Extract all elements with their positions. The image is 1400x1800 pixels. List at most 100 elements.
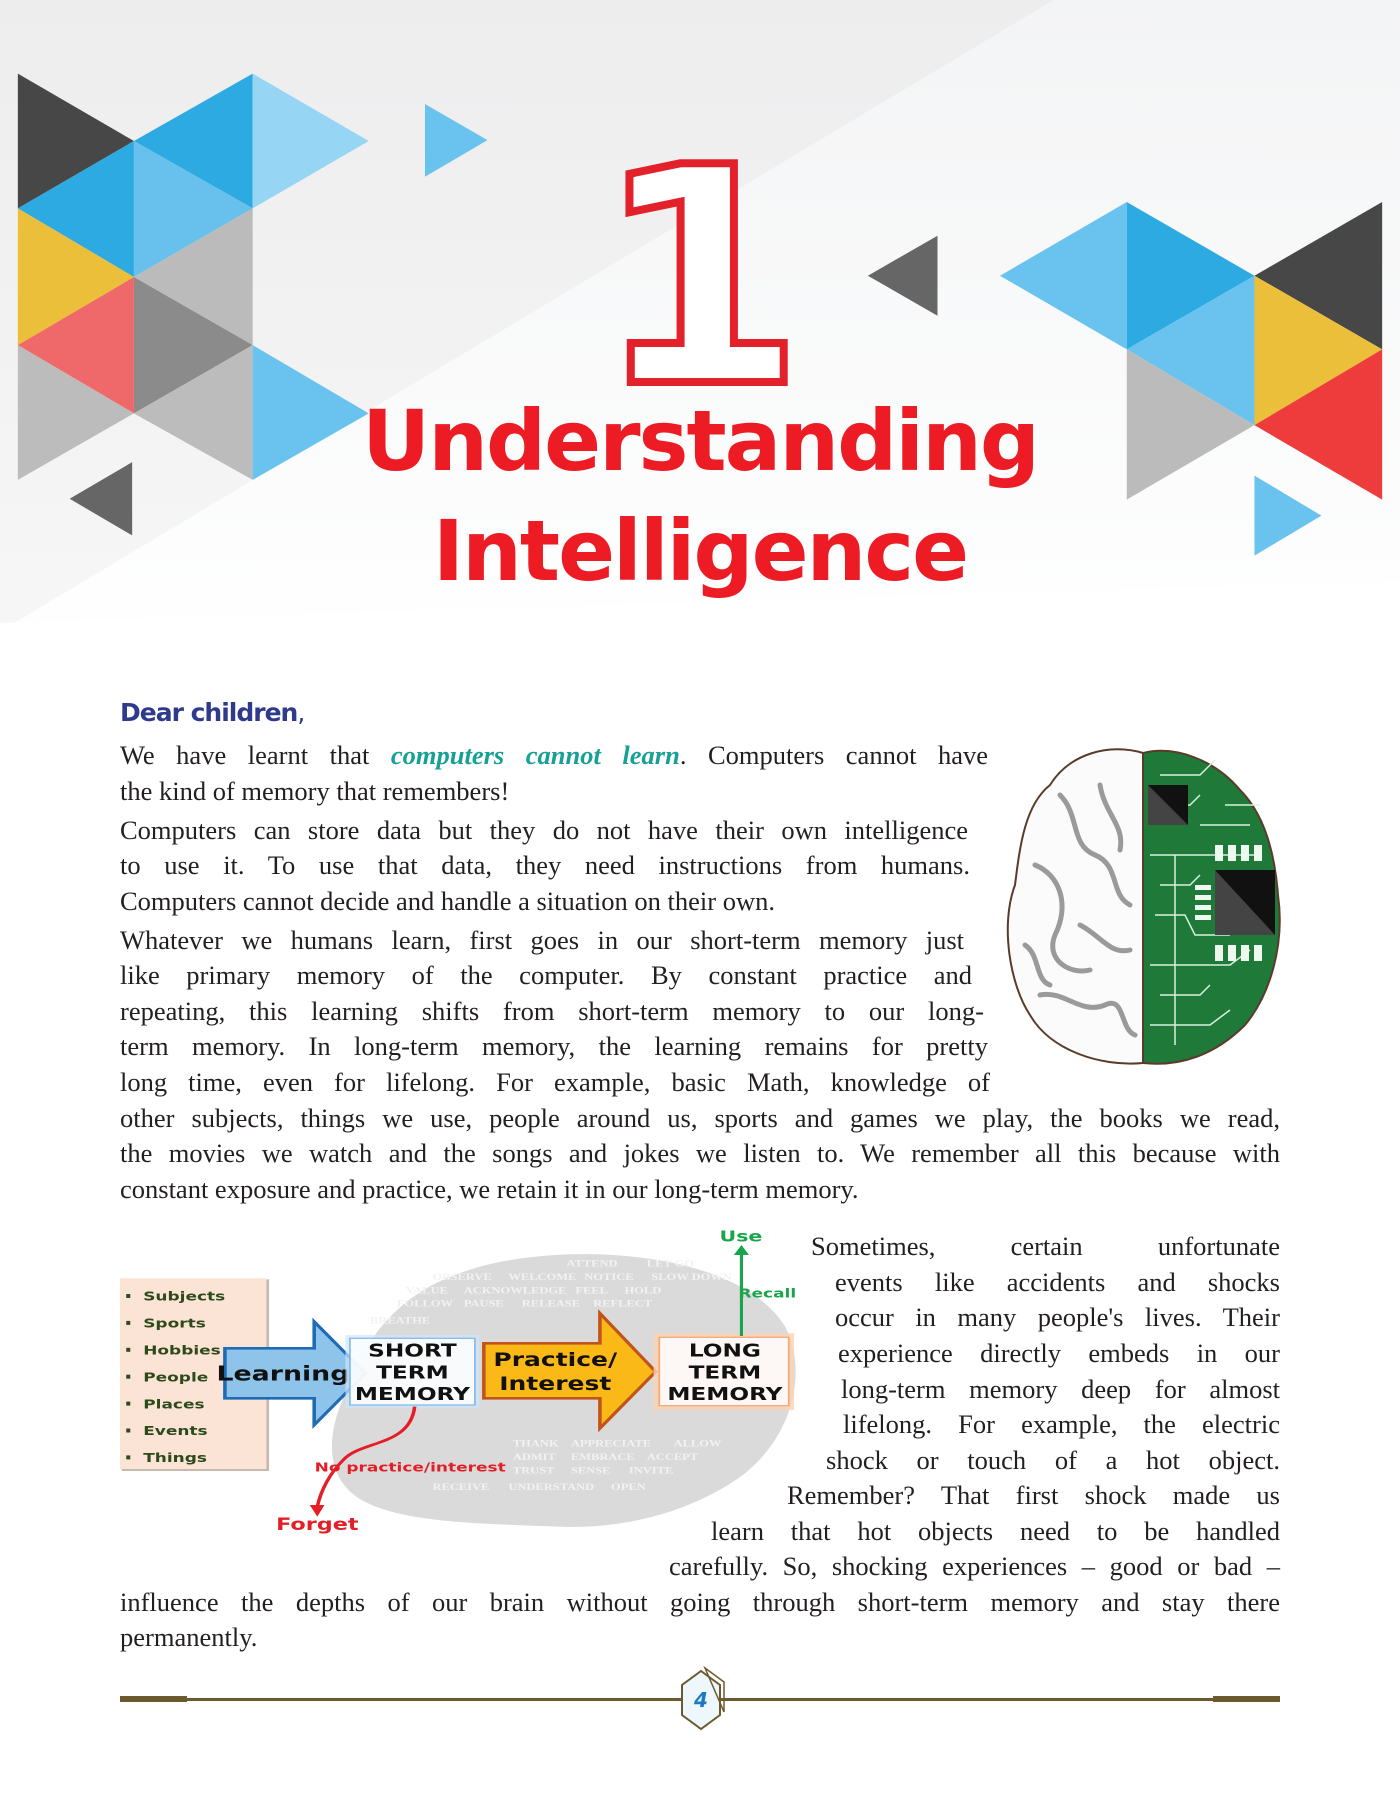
topic-list-item: Sports [143, 1316, 206, 1331]
hexagon-badge-icon [681, 1665, 725, 1731]
cloud-word: ADMIT [513, 1452, 557, 1462]
long-term-text: TERM [689, 1362, 762, 1382]
cloud-word: SLOW DOWN [651, 1272, 732, 1282]
para3-line: Whatever we humans learn, first goes in … [120, 925, 964, 955]
topic-list-item: Things [143, 1450, 207, 1465]
brain-circuit-icon [1006, 748, 1281, 1065]
header-triangles-decoration [0, 0, 1400, 660]
short-term-text: MEMORY [355, 1384, 471, 1404]
page-number: 4 [693, 1688, 708, 1712]
long-term-text: MEMORY [667, 1384, 783, 1404]
bullet-icon [126, 1455, 131, 1460]
cloud-word: FOLLOW [397, 1299, 453, 1309]
learning-arrow: Learning [216, 1317, 368, 1430]
cloud-word: VALUE [406, 1286, 448, 1296]
topic-list-item: Events [143, 1423, 208, 1438]
cloud-word: RELEASE [522, 1299, 580, 1309]
cloud-word: BREATHE [370, 1316, 430, 1326]
para4-line: Sometimes, certain unfortunate [811, 1231, 1280, 1261]
topic-list-item: People [143, 1370, 208, 1385]
greeting-comma: , [297, 698, 305, 727]
intro-line-1: We have learnt that computers cannot lea… [120, 738, 988, 772]
para4-line: occur in many people's lives. Their [835, 1302, 1280, 1332]
word-cloud-words: OBSERVE WELCOME NOTICE ATTEND LET GO SLOW DOW… [370, 1259, 732, 1492]
cloud-word: ACKNOWLEDGE [464, 1286, 567, 1296]
para4-line: shock or touch of a hot object. [826, 1445, 1280, 1475]
left-triangle-cluster [17, 73, 488, 536]
learning-label: Learning [216, 1362, 349, 1386]
bullet-icon [126, 1347, 131, 1352]
cloud-word: LET GO [647, 1259, 695, 1269]
highlight-computers-cannot-learn: computers cannot learn [390, 740, 680, 770]
topic-list-item: Subjects [143, 1289, 225, 1304]
chapter-title-line2: Intelligence [432, 502, 969, 600]
para4-line: influence the depths of our brain withou… [120, 1587, 1280, 1617]
no-practice-label: No practice/interest [315, 1460, 506, 1475]
para3-line: other subjects, things we use, people ar… [120, 1103, 1280, 1133]
para3-line: the movies we watch and the songs and jo… [120, 1138, 1280, 1168]
para4-line: experience directly embeds in our [838, 1338, 1280, 1368]
para2-line: Computers can store data but they do not… [120, 815, 968, 845]
para4-line: Remember? That first shock made us [787, 1480, 1280, 1510]
para4-line: learn that hot objects need to be handle… [711, 1516, 1280, 1546]
greeting-text: Dear children [120, 698, 298, 727]
topic-list-item: Places [143, 1396, 204, 1411]
intro-text: We have learnt that [120, 740, 391, 770]
practice-text: Practice/ [493, 1350, 618, 1371]
short-term-text: TERM [376, 1362, 449, 1382]
cloud-word: REFLECT [593, 1299, 653, 1309]
para3-line: like primary memory of the computer. By … [120, 960, 972, 990]
recall-label: Recall [738, 1285, 796, 1300]
cloud-word: PAUSE [464, 1299, 504, 1309]
chapter-title-line1: Understanding [361, 392, 1040, 490]
cloud-word: ACCEPT [647, 1452, 699, 1462]
bullet-icon [126, 1374, 131, 1379]
para4-line: events like accidents and shocks [835, 1267, 1280, 1297]
topic-list-item: Hobbies [143, 1343, 221, 1358]
para4-line: carefully. So, shocking experiences – go… [669, 1551, 1280, 1581]
footer-rule: 4 [120, 1665, 1280, 1731]
cloud-word: SENSE [571, 1466, 611, 1476]
cloud-word: RECEIVE [433, 1482, 490, 1492]
bullet-icon [126, 1320, 131, 1325]
para4-line: lifelong. For example, the electric [843, 1409, 1280, 1439]
cloud-word: OPEN [611, 1482, 646, 1492]
cloud-word: OBSERVE [433, 1272, 492, 1282]
cloud-word: ATTEND [566, 1259, 617, 1269]
long-term-memory-box: LONG TERM MEMORY [653, 1333, 795, 1410]
bullet-icon [126, 1294, 131, 1298]
intro-line-2: the kind of memory that remembers! [120, 776, 510, 806]
practice-interest-arrow: Practice/ Interest [482, 1309, 658, 1433]
forget-arrow: No practice/interest Forget [276, 1406, 506, 1534]
memory-process-diagram: OBSERVE WELCOME NOTICE ATTEND LET GO SLOW DOW… [120, 1228, 796, 1534]
cloud-word: UNDERSTAND [508, 1482, 594, 1492]
cloud-word: INVITE [629, 1466, 673, 1476]
cloud-word: ALLOW [674, 1439, 722, 1449]
short-term-memory-box: SHORT TERM MEMORY [345, 1335, 480, 1409]
bullet-icon [126, 1428, 131, 1433]
use-label: Use [720, 1228, 763, 1246]
cloud-word: WELCOME [508, 1272, 576, 1282]
para3-line: long time, even for lifelong. For exampl… [120, 1067, 990, 1097]
cloud-word: NOTICE [584, 1272, 633, 1282]
recall-arrow: Use Recall [720, 1228, 796, 1336]
para4-line: permanently. [120, 1622, 258, 1652]
practice-text: Interest [499, 1374, 612, 1395]
para4-line: long-term memory deep for almost [841, 1374, 1280, 1404]
para3-line: repeating, this learning shifts from sho… [120, 996, 984, 1026]
cloud-word: TRUST [513, 1466, 555, 1476]
short-term-text: SHORT [368, 1341, 457, 1361]
long-term-text: LONG [689, 1341, 761, 1361]
chapter-number: 1 [600, 150, 800, 390]
cloud-word: HOLD [624, 1286, 661, 1296]
cloud-word: APPRECIATE [571, 1439, 651, 1449]
para2-line: to use it. To use that data, they need i… [120, 850, 970, 880]
para2-line: Computers cannot decide and handle a sit… [120, 886, 775, 916]
cloud-word: FEEL [575, 1286, 608, 1296]
intro-text: . Computers cannot have [679, 740, 988, 770]
greeting: Dear children, [120, 698, 305, 727]
cloud-word: EMBRACE [571, 1452, 635, 1462]
cloud-word: THANK [513, 1439, 559, 1449]
para3-line: term memory. In long-term memory, the le… [120, 1031, 988, 1061]
forget-label: Forget [276, 1515, 358, 1534]
